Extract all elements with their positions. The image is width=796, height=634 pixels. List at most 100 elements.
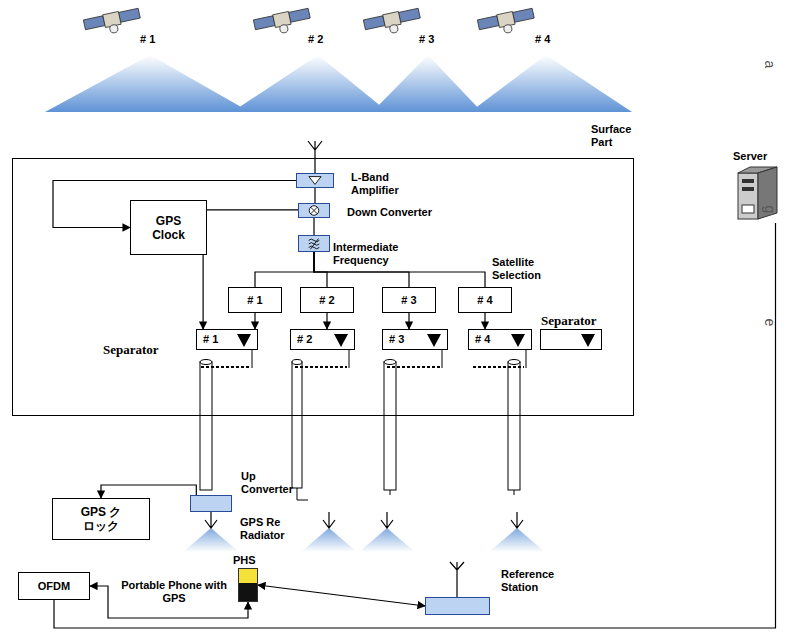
node-caption: Surface Part xyxy=(591,123,646,149)
drawing-part xyxy=(427,334,441,347)
callout-label: # 3 xyxy=(419,33,434,46)
drawing-part xyxy=(83,16,105,30)
converter-box: Down Converter xyxy=(298,203,330,218)
connector xyxy=(314,188,315,203)
connector xyxy=(326,313,327,329)
drawing-part xyxy=(738,173,758,219)
margin-mark: e xyxy=(763,319,776,327)
radiator-beams xyxy=(183,528,545,552)
node-caption: L-Band Amplifier xyxy=(351,171,413,197)
drawing-part xyxy=(477,7,536,38)
drawing-part xyxy=(387,366,440,368)
drawing-part xyxy=(511,334,525,347)
clock-box: GPS クロック xyxy=(52,498,150,540)
connector xyxy=(203,255,204,329)
separator-box: Separator# 1 xyxy=(196,329,258,350)
node-caption: Separator xyxy=(541,313,597,328)
separator-box: Separator xyxy=(540,329,602,350)
box-label: # 3 xyxy=(401,294,416,307)
drawing-part xyxy=(508,362,520,490)
drawing-part xyxy=(427,334,441,347)
drawing-part xyxy=(309,177,321,185)
drawing-part xyxy=(489,528,545,552)
selection-box: # 1 xyxy=(228,287,282,313)
box-label: # 4 xyxy=(475,333,490,346)
callout-label: Satellite Selection xyxy=(492,256,562,282)
drawing-part xyxy=(758,167,777,219)
satellite-beams xyxy=(45,55,632,112)
drawing-part xyxy=(442,350,443,368)
drawing-part xyxy=(334,334,348,347)
drawing-part xyxy=(201,366,250,368)
drawing-part xyxy=(477,16,499,30)
surface-part-box: Surface PartL-Band AmplifierDown Convert… xyxy=(12,158,634,416)
node-caption: PHS xyxy=(233,554,256,567)
margin-mark: a xyxy=(763,61,776,69)
drawing-part xyxy=(309,239,320,249)
drawing-part xyxy=(297,174,333,187)
drawing-part xyxy=(292,362,302,488)
connector xyxy=(254,313,255,329)
node-caption: Down Converter xyxy=(347,206,432,219)
drawing-part xyxy=(200,362,212,490)
drawing-part xyxy=(513,8,535,22)
box-label: GPS Clock xyxy=(148,214,190,242)
margin-mark: g xyxy=(763,206,776,214)
drawing-part xyxy=(473,366,524,368)
upconverter-box: Up Converter xyxy=(190,495,232,512)
drawing-part xyxy=(381,512,393,528)
connector xyxy=(313,218,314,235)
drawing-part xyxy=(237,334,251,347)
drawing-part xyxy=(309,206,319,216)
server-icon: Server xyxy=(735,165,780,223)
drawing-part xyxy=(253,16,275,30)
drawing-part xyxy=(109,24,118,33)
drawing-part xyxy=(384,362,396,490)
drawing-part xyxy=(308,141,322,173)
node-caption: Reference Station xyxy=(501,568,567,594)
drawing-part xyxy=(742,205,754,213)
separator-outputs xyxy=(201,350,526,368)
drawing-part xyxy=(508,360,520,365)
filter-box: Intermediate Frequency xyxy=(298,235,330,252)
drawing-part xyxy=(311,207,318,214)
drawing-part xyxy=(470,55,632,112)
drawing-part xyxy=(735,165,780,223)
separator-box: # 4 xyxy=(468,329,532,350)
drawing-part xyxy=(384,360,396,365)
connector xyxy=(101,485,196,498)
callout-label: GPS Re Radiator xyxy=(240,516,302,542)
drawing-part xyxy=(372,55,482,112)
drawing-part xyxy=(301,528,357,552)
clock-box: GPS Clock xyxy=(130,200,207,255)
drawing-part xyxy=(581,334,595,347)
node-caption: Up Converter xyxy=(241,470,303,496)
drawing-part xyxy=(323,512,335,528)
drawing-part xyxy=(183,528,239,552)
drawing-part xyxy=(232,55,388,112)
connector xyxy=(54,223,776,628)
drawing-part xyxy=(83,7,142,38)
connector xyxy=(484,313,485,329)
box-label: # 4 xyxy=(477,294,492,307)
drawing-part xyxy=(310,239,318,250)
node-caption: Intermediate Frequency xyxy=(333,241,411,267)
drawing-part xyxy=(200,360,212,365)
connector xyxy=(255,252,314,287)
node-caption: Server xyxy=(733,150,767,163)
cables xyxy=(200,360,520,501)
amplifier-box: L-Band Amplifier xyxy=(296,173,334,188)
drawing-part xyxy=(295,366,347,368)
box-label: # 3 xyxy=(389,333,404,346)
box-label: OFDM xyxy=(38,580,70,593)
drawing-part xyxy=(399,8,421,22)
drawing-part xyxy=(237,334,251,347)
drawing-part xyxy=(742,187,754,191)
drawing-part xyxy=(742,179,754,183)
drawing-part xyxy=(581,334,595,347)
drawing-part xyxy=(45,55,250,112)
box-label: GPS クロック xyxy=(76,505,126,533)
drawing-part xyxy=(253,7,312,38)
drawing-part xyxy=(279,24,288,33)
node-caption: Separator xyxy=(103,342,159,357)
